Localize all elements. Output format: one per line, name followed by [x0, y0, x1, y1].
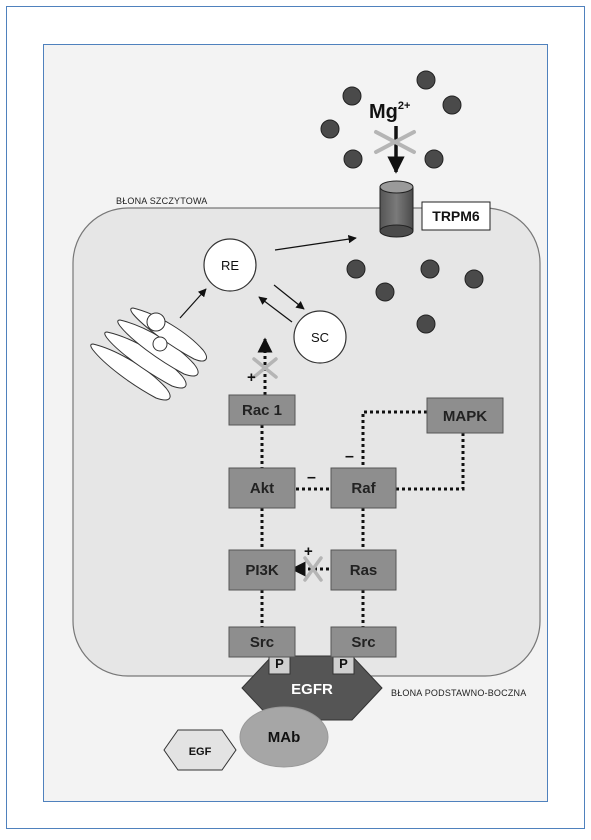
mg-ion: [416, 70, 436, 90]
mg-ion: [375, 282, 395, 302]
trpm6-label-box: [421, 201, 491, 231]
mg-ion: [442, 95, 462, 115]
ras-label: Ras: [350, 562, 378, 579]
mg-ion-label: Mg2+: [369, 100, 410, 123]
signalling-node-mapk: MAPK: [426, 397, 504, 434]
apical-membrane-label: BŁONA SZCZYTOWA: [116, 196, 208, 206]
signalling-node-raf: Raf: [330, 467, 397, 509]
akt-label: Akt: [250, 480, 274, 497]
signalling-node-src-left: Src: [228, 626, 296, 658]
src-right-label: Src: [351, 634, 375, 651]
mg-ion: [346, 259, 366, 279]
ras-plus-sign: +: [304, 543, 313, 560]
phospho-right-label: P: [339, 656, 348, 671]
mg-ions-intracellular: [346, 259, 484, 334]
raf-akt-minus-sign: –: [307, 469, 316, 486]
mab-label: MAb: [268, 729, 301, 746]
golgi-to-re-arrow: [179, 288, 207, 319]
egf-ligand: [163, 729, 237, 771]
signalling-node-ras: Ras: [330, 549, 397, 591]
sc-label: SC: [311, 330, 329, 345]
mapk-raf-minus-sign: –: [345, 448, 354, 465]
signalling-node-pi3k: PI3K: [228, 549, 296, 591]
recycling-endosome: [203, 238, 257, 292]
mg-ion: [342, 86, 362, 106]
mg-ion: [320, 119, 340, 139]
trpm6-label: TRPM6: [432, 208, 480, 224]
signalling-node-src-right: Src: [330, 626, 397, 658]
signalling-node-akt: Akt: [228, 467, 296, 509]
pi3k-label: PI3K: [245, 562, 279, 579]
mg-ion: [343, 149, 363, 169]
sorting-compartment: [293, 310, 347, 364]
re-to-sc-arrow: [273, 284, 305, 310]
sc-to-re-arrow: [258, 296, 293, 323]
mapk-label: MAPK: [443, 408, 487, 425]
signalling-node-rac1: Rac 1: [228, 394, 296, 426]
mg-ion: [424, 149, 444, 169]
re-to-trpm6-arrow: [274, 234, 357, 251]
ras-pi3k-blocked-x: [303, 556, 323, 582]
mg-ion: [464, 269, 484, 289]
egfr-label: EGFR: [291, 681, 333, 698]
re-label: RE: [221, 258, 239, 273]
phospho-left-label: P: [275, 656, 284, 671]
raf-mapk-link: [396, 433, 465, 491]
pathway-connectors: [260, 410, 465, 627]
rac1-blocked-x: [252, 357, 278, 379]
egf-label: EGF: [189, 746, 212, 758]
golgi-vesicle: [152, 336, 168, 352]
src-left-label: Src: [250, 634, 274, 651]
mg-ions-extracellular: [320, 70, 462, 169]
mg-ion: [420, 259, 440, 279]
trpm6-channel: [379, 180, 414, 238]
rac1-plus-sign: +: [247, 369, 256, 386]
basolateral-membrane-label: BŁONA PODSTAWNO-BOCZNA: [391, 688, 526, 698]
mg-uptake-blocked-x: [374, 130, 416, 154]
raf-label: Raf: [351, 480, 376, 497]
mab-antibody: [239, 706, 329, 768]
rac1-label: Rac 1: [242, 402, 282, 419]
golgi-vesicle: [146, 312, 166, 332]
mg-ion: [416, 314, 436, 334]
